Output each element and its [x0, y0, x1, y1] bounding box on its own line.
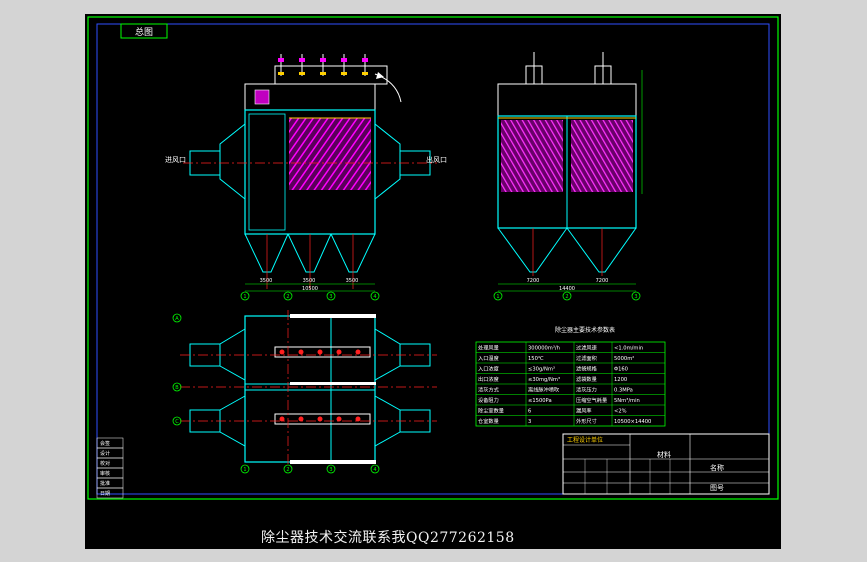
spec-cell: ≤30g/Nm³	[528, 367, 555, 373]
spec-cell: Φ160	[614, 367, 628, 373]
side-dim-2: 7200	[596, 278, 609, 284]
spec-cell: 入口浓度	[478, 365, 499, 373]
front-dim-total: 10500	[302, 286, 318, 292]
cad-drawing: 总图	[87, 16, 779, 500]
plan-row-a: A	[175, 316, 179, 322]
title-block-name: 名称	[710, 463, 724, 472]
front-dim-1: 3500	[260, 278, 273, 284]
spec-cell: 3	[528, 419, 531, 425]
spec-cell: ≤1500Pa	[528, 398, 552, 404]
drawing-sheet: 总图	[85, 14, 781, 549]
spec-cell: 外形尺寸	[576, 417, 597, 425]
spec-cell: 5Nm³/min	[614, 398, 640, 404]
front-axis-2: 2	[286, 294, 289, 300]
front-axis-1: 1	[243, 294, 246, 300]
side-legend-item: 审核	[100, 470, 110, 477]
spec-cell: 清灰压力	[576, 386, 597, 394]
side-axis-1: 1	[496, 294, 499, 300]
plan-col-4: 4	[373, 467, 376, 473]
spec-cell: 入口温度	[478, 354, 499, 362]
spec-cell: 漏风率	[576, 407, 592, 415]
spec-cell: 300000m³/h	[528, 346, 560, 352]
spec-cell: 仓室数量	[478, 417, 499, 425]
title-block-company: 工程设计单位	[567, 436, 603, 444]
spec-cell: 滤袋数量	[576, 375, 597, 383]
side-view: 7200 7200 14400 1 2 3	[493, 52, 643, 301]
outer-frame	[87, 16, 779, 500]
spec-cell: 10500×14400	[614, 419, 651, 425]
inner-frame	[96, 23, 770, 495]
watermark-caption: 除尘器技术交流联系我QQ277262158	[261, 530, 515, 546]
side-axis-2: 2	[565, 294, 568, 300]
spec-cell: 5000m²	[614, 356, 634, 362]
filter-bags-side-right	[571, 120, 633, 192]
side-dim-1: 7200	[527, 278, 540, 284]
spec-cell: 6	[528, 409, 531, 415]
title-block-material: 材料	[657, 450, 671, 459]
spec-cell: 150℃	[528, 356, 544, 362]
side-legend-item: 校对	[100, 460, 110, 467]
spec-cell: <1.0m/min	[614, 346, 643, 352]
side-dim-total: 14400	[559, 286, 575, 292]
spec-cell: 除尘室数量	[478, 407, 504, 415]
plan-row-b: B	[175, 385, 179, 391]
side-legend-item: 批准	[100, 480, 110, 487]
spec-cell: <2%	[614, 409, 627, 415]
spec-table-title: 除尘器主要技术参数表	[555, 326, 615, 334]
front-dim-2: 3500	[303, 278, 316, 284]
spec-cell: 清灰方式	[478, 386, 500, 394]
front-axis-4: 4	[373, 294, 376, 300]
front-view: 进风口 出风口 3500 3500 3500 10500 1 2 3 4	[165, 54, 447, 301]
inlet-label: 进风口	[165, 156, 186, 164]
spec-cell: 1200	[614, 377, 627, 383]
plan-col-1: 1	[243, 467, 246, 473]
spec-cell: ≤30mg/Nm³	[528, 377, 560, 383]
front-dim-3: 3500	[346, 278, 359, 284]
title-block: 工程设计单位 材料 名称 图号	[562, 433, 770, 495]
spec-cell: 滤袋规格	[576, 365, 598, 373]
spec-cell: 0.3MPa	[614, 388, 633, 394]
side-legend-item: 会签	[100, 440, 110, 447]
front-axis-3: 3	[329, 294, 332, 300]
filter-bags-side-left	[501, 120, 563, 192]
spec-cell: 压缩空气耗量	[576, 396, 607, 404]
filter-bags-front	[289, 118, 371, 190]
plan-view: A B C 1 2 3 4	[172, 310, 437, 474]
plan-row-c: C	[175, 419, 179, 425]
control-box	[254, 89, 270, 105]
spec-cell: 设备阻力	[478, 396, 499, 404]
spec-cell: 出口浓度	[478, 375, 499, 383]
plan-col-2: 2	[286, 467, 289, 473]
spec-cell: 过滤风速	[576, 344, 597, 352]
side-legend-item: 设计	[100, 450, 110, 457]
plan-col-3: 3	[329, 467, 332, 473]
title-tag-box	[120, 23, 168, 39]
title-tag: 总图	[135, 26, 153, 38]
side-axis-3: 3	[634, 294, 637, 300]
title-block-drawing-no: 图号	[710, 484, 724, 492]
spec-table: 处理风量 300000m³/h 过滤风速 <1.0m/min 入口温度 150℃ 过滤面积 5…	[475, 341, 666, 427]
side-legend-item: 日期	[100, 491, 110, 497]
spec-cell: 处理风量	[478, 344, 499, 352]
spec-cell: 离线脉冲喷吹	[528, 386, 559, 394]
outlet-label: 出风口	[426, 155, 447, 164]
spec-cell: 过滤面积	[576, 354, 597, 362]
